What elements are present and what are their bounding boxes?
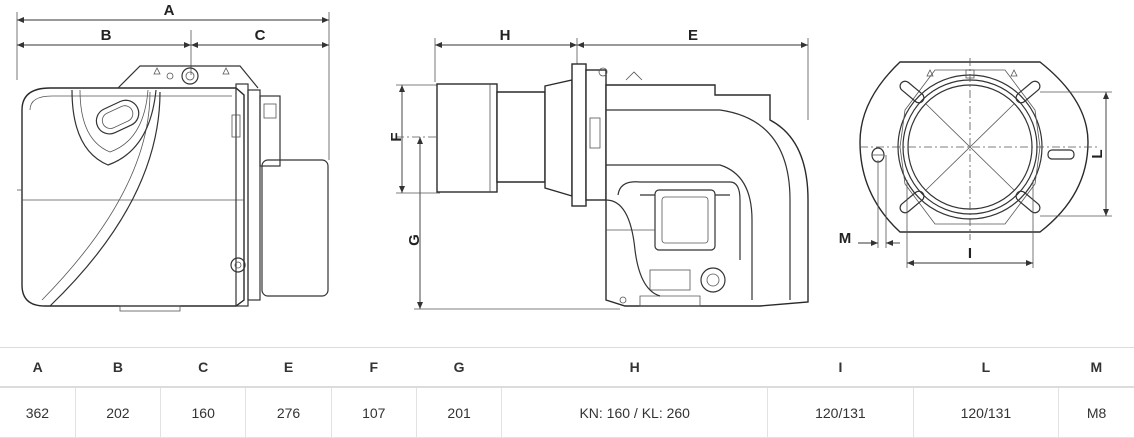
value-a: 362	[0, 387, 76, 438]
header-f: F	[331, 347, 417, 388]
dim-label-g: G	[406, 234, 423, 246]
table-row: 362 202 160 276 107 201 KN: 160 / KL: 26…	[0, 387, 1134, 438]
header-a: A	[0, 347, 76, 388]
dim-label-h: H	[500, 27, 511, 44]
dim-label-a: A	[164, 2, 175, 19]
header-l: L	[913, 347, 1059, 388]
header-m: M	[1058, 347, 1134, 388]
value-b: 202	[74, 387, 161, 438]
header-i: I	[767, 347, 914, 388]
dimensions-table: A B C E F G H I L M 362 202 160 276 107 …	[0, 347, 1134, 438]
header-h: H	[501, 347, 768, 388]
header-g: G	[416, 347, 502, 388]
dim-label-b: B	[101, 27, 112, 44]
value-l: 120/131	[912, 387, 1059, 438]
dim-label-f: F	[388, 132, 405, 141]
dim-label-c: C	[255, 27, 266, 44]
dim-label-e: E	[688, 27, 698, 44]
table-header-row: A B C E F G H I L M	[0, 347, 1134, 388]
dim-label-i: I	[968, 245, 972, 262]
value-h: KN: 160 / KL: 260	[501, 387, 768, 438]
header-b: B	[75, 347, 161, 388]
middle-view: H E F G	[388, 27, 809, 310]
value-m: M8	[1058, 387, 1134, 438]
value-e: 276	[245, 387, 332, 438]
header-e: E	[245, 347, 332, 388]
technical-drawing: A B C	[16, 2, 1112, 312]
dim-label-l: L	[1089, 149, 1106, 158]
header-c: C	[160, 347, 246, 388]
value-f: 107	[330, 387, 417, 438]
flange-view: M I L	[839, 58, 1112, 268]
value-i: 120/131	[767, 387, 914, 438]
side-view: A B C	[16, 2, 330, 312]
value-g: 201	[415, 387, 502, 438]
dim-label-m: M	[839, 230, 852, 247]
value-c: 160	[160, 387, 246, 438]
